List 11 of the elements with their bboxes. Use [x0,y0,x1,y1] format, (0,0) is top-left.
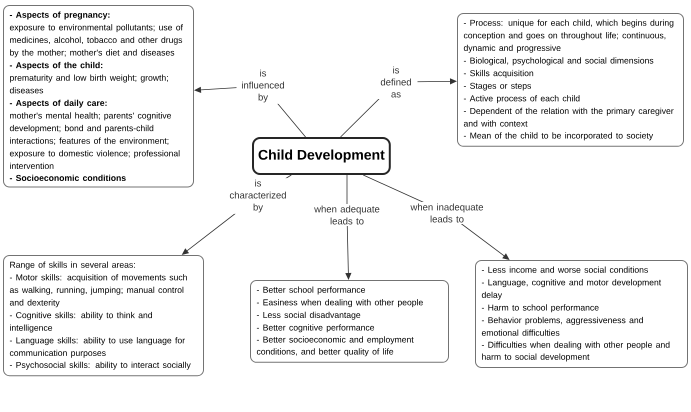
edge-label: when inadequate leads to [402,202,492,224]
concept-box: Range of skills in several areas: - Motor skills: acquisition of movements such as walking, running, jumping; manual control and dexterity - Cognitive skills: ability to think and intelligence - Language skills: ability to use language for communication purposes - Psychosocial skills: ability to interact socially [3,255,204,376]
concept-box: - Better school performance - Easiness when dealing with other people - Less social disadvantage - Better cognitive performance - Better socioeconomic and employment conditions, and better quality of life [250,280,449,363]
concept-box: - Process: unique for each child, which begins during conception and goes on throughout life; continuous, dynamic and progressive - Biological, psychological and social dimensions - Skills acquisition - Stages or steps - Active process of each child - Dependent of the relation with the primary caregiver and with context - Mean of the child to be incorporated to society [457,13,684,147]
edge-label: when adequate leads to [306,204,388,226]
edge-label: is characterized by [224,178,292,214]
concept-box: - Aspects of pregnancy: exposure to environmental pollutants; use of medicines, alcohol, tobacco and other drugs by the mother; mother's diet and diseases - Aspects of the child: prematurity and low birth weight; growth; diseases - Aspects of daily care: mother's mental health; parents' cognitive development; bond and parents-child interactions; features of the environment; exposure to domestic violence; professional intervention - Socioeconomic conditions [3,5,194,188]
edge-label: is influenced by [236,68,290,104]
concept-box: - Less income and worse social conditions - Language, cognitive and motor development delay - Harm to school performance - Behavior problems, aggressiveness and emotional difficulties - Difficulties when dealing with other people and harm to social development [475,260,688,368]
central-concept-box: Child Development [252,137,391,175]
edge-label: is defined as [374,65,418,99]
